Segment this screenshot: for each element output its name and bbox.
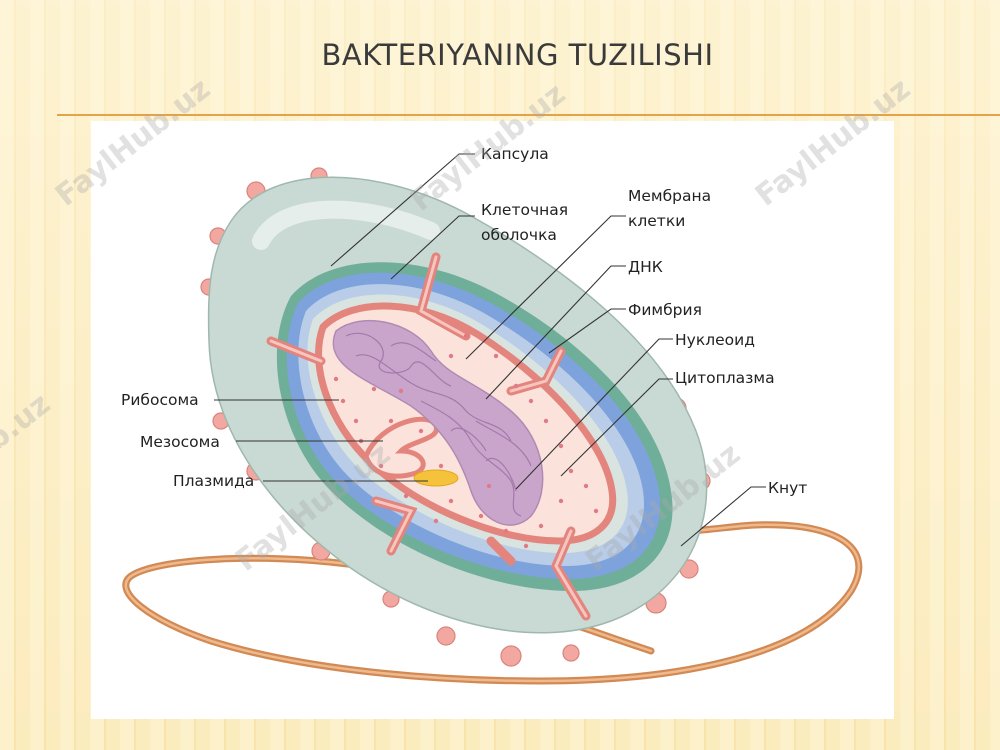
slide-title: BAKTERIYANING TUZILISHI	[321, 38, 714, 72]
label-nucleoid: Нуклеоид	[675, 331, 755, 349]
label-plasmid: Плазмида	[173, 472, 254, 490]
title-divider	[57, 114, 1000, 116]
label-membrane-line1: Мембрана	[628, 187, 711, 205]
label-mesosome: Мезосома	[140, 433, 220, 451]
label-fimbria: Фимбрия	[628, 301, 702, 319]
plasmid-shape	[413, 469, 459, 487]
label-membrane-line2: клетки	[628, 212, 685, 230]
ribosomes	[333, 333, 599, 549]
label-capsule: Капсула	[481, 145, 549, 163]
bacterium-diagram: Капсула Клеточная оболочка Мембрана клет…	[121, 145, 863, 685]
leader-lines	[214, 153, 766, 547]
dna-strands	[345, 332, 532, 517]
label-cell-wall-line2: оболочка	[481, 226, 557, 244]
label-cytoplasm: Цитоплазма	[675, 369, 775, 387]
label-flagellum: Кнут	[768, 479, 807, 497]
label-cell-wall-line1: Клеточная	[481, 201, 568, 219]
label-ribosome: Рибосома	[121, 391, 199, 409]
mesosome-shape	[363, 416, 439, 479]
label-dna: ДНК	[628, 258, 663, 276]
